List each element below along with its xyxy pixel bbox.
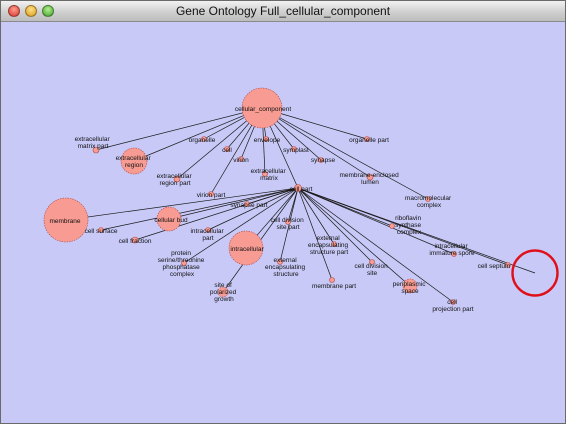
node-membrane[interactable] [43,197,89,243]
zoom-window-button[interactable] [42,5,54,17]
minimize-window-button[interactable] [25,5,37,17]
node-cell-division-site[interactable] [369,259,375,265]
label-cell-surface: cell surface [85,228,118,235]
label-external-encapsulating-structure-part: external encapsulating structure part [308,235,350,256]
node-synapse[interactable] [318,157,324,163]
node-macromolecular-complex[interactable] [425,196,431,202]
label-cell-part: cell part [290,186,313,193]
graph-nodes[interactable] [43,87,511,305]
node-membrane-part[interactable] [329,277,335,283]
label-intracellular: intracellular [230,246,264,253]
label-membrane-part: membrane part [312,283,356,290]
label-riboflavin-synthase-complex: riboflavin synthase complex [395,215,423,236]
node-riboflavin-synthase-complex[interactable] [389,223,395,229]
node-extracellular-region-part[interactable] [173,175,181,183]
label-virion: virion [233,157,249,164]
title-bar[interactable]: Gene Ontology Full_cellular_component [1,1,565,22]
window-title: Gene Ontology Full_cellular_component [175,4,391,18]
node-intracellular[interactable] [228,230,264,266]
node-extracellular-matrix-part[interactable] [92,146,100,154]
label-envelope: envelope [254,137,281,144]
label-synapse: synapse [311,157,336,164]
label-membrane: membrane [49,218,80,225]
node-intracellular-immature-spore[interactable] [451,251,457,257]
label-organelle: organelle [189,137,216,144]
node-synapse-part[interactable] [244,201,250,207]
node-symplast[interactable] [291,146,297,152]
node-cellular-component[interactable] [241,87,283,129]
node-cellular-bud[interactable] [156,206,182,232]
node-extracellular-region[interactable] [120,147,148,175]
node-cell-division-site-part[interactable] [285,219,291,225]
label-intracellular-immature-spore: intracellular immature spore [429,243,475,257]
label-cell-septum: cell septum [478,263,511,270]
graph-edges [65,107,536,303]
label-organelle-part: organelle part [349,137,389,144]
label-cellular-component: cellular_component [235,106,292,113]
node-cell-fraction[interactable] [131,236,139,244]
label-periplasmic-space: periplasmic space [393,281,428,295]
node-cell[interactable] [224,146,230,152]
node-external-encapsulating-structure-part[interactable] [331,241,337,247]
node-extracellular-matrix[interactable] [262,171,268,177]
label-synapse-part: synapse part [230,202,267,209]
node-organelle[interactable] [201,136,207,142]
label-cell-fraction: cell fraction [119,238,152,245]
node-envelope[interactable] [263,136,269,142]
label-symplast: symplast [283,147,309,154]
node-organelle-part[interactable] [364,136,370,142]
ontology-graph[interactable]: cellular_component extracellular matrix … [1,22,565,423]
node-protein-serine-threonine-phosphatase-complex[interactable] [181,260,187,266]
label-extracellular-matrix-part: extracellular matrix part [75,136,112,150]
graph-canvas[interactable]: cellular_component extracellular matrix … [1,22,565,423]
label-cell-division-site: cell division site [354,263,389,277]
node-periplasmic-space[interactable] [402,278,418,294]
node-cell-projection-part[interactable] [450,299,456,305]
label-extracellular-region: extracellular region [116,155,153,169]
label-intracellular-part: intracellular part [190,228,225,242]
selection-ring [511,249,559,297]
label-membrane-enclosed-lumen: membrane-enclosed lumen [339,172,400,186]
label-virion-part: virion part [197,192,226,199]
label-cellular-bud: cellular bud [154,217,188,224]
node-membrane-enclosed-lumen[interactable] [366,173,374,181]
label-cell-division-site-part: cell division site part [270,217,305,231]
node-site-polarized-growth[interactable] [217,286,229,298]
node-external-encapsulating-structure[interactable] [277,259,283,265]
label-external-encapsulating-structure: external encapsulating structure [265,257,307,278]
graph-labels: cellular_component extracellular matrix … [49,106,510,313]
label-macromolecular-complex: macromolecular complex [405,195,453,209]
label-cell-projection-part: cell projection part [432,299,473,313]
label-site-polarized-growth: site of polarized growth [210,282,238,303]
node-cell-part[interactable] [294,184,302,192]
label-extracellular-region-part: extracellular region part [157,173,194,187]
label-protein-serine-threonine-phosphatase-complex: protein serine/threonine phosphatase com… [158,250,206,278]
label-extracellular-matrix: extracellular matrix [251,168,288,182]
label-cell: cell [222,147,232,154]
node-virion[interactable] [238,156,244,162]
node-cell-surface[interactable] [98,227,104,233]
node-cell-septum[interactable] [505,262,511,268]
node-intracellular-part[interactable] [205,227,211,233]
close-window-button[interactable] [8,5,20,17]
node-virion-part[interactable] [208,191,214,197]
